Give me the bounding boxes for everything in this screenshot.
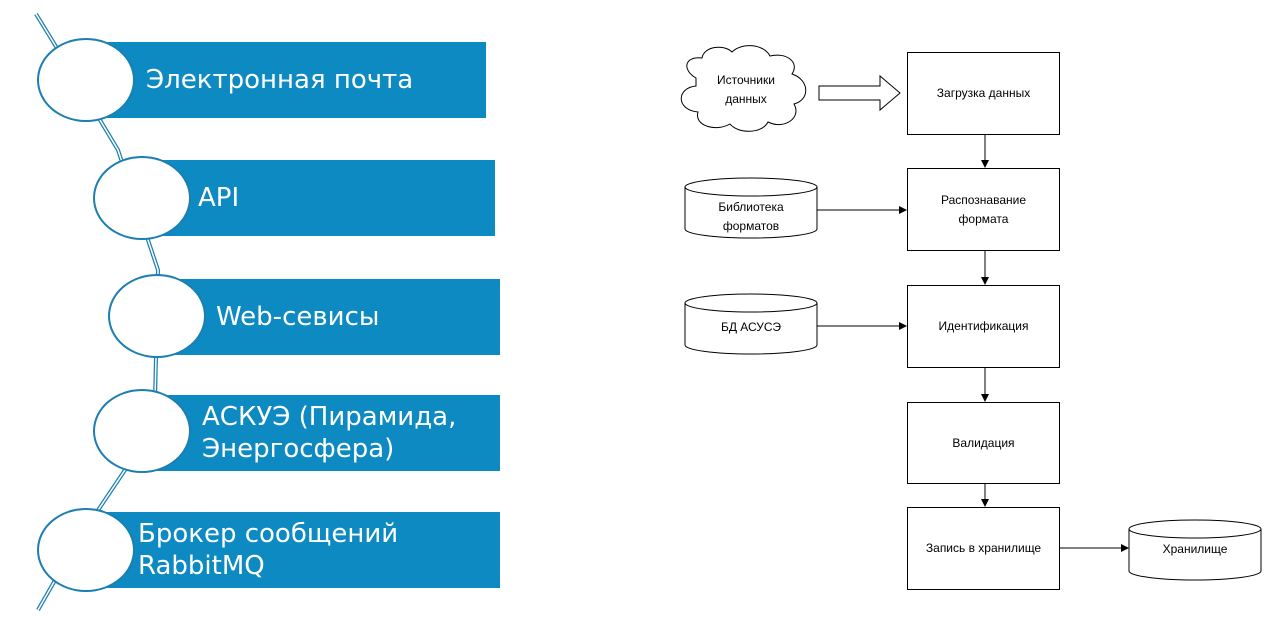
list-item-band: АСКУЭ (Пирамида, Энергосфера) [150, 395, 500, 471]
list-item-label: АСКУЭ (Пирамида, Энергосфера) [202, 402, 457, 464]
step-identification: Идентификация [907, 285, 1060, 368]
list-item-band: Брокер сообщений RabbitMQ [88, 512, 500, 588]
db-cylinder-formats [684, 177, 818, 239]
db-label-askue: БД АСУСЭ [720, 319, 782, 334]
list-item-circle [93, 389, 191, 473]
list-item-band: Электронная почта [88, 42, 486, 118]
list-item-label: Брокер сообщений RabbitMQ [138, 519, 399, 581]
db-cylinder-storage [1128, 519, 1262, 581]
hollow-arrow-icon [818, 74, 901, 112]
step-format-recognition: Распознавание формата [907, 168, 1060, 251]
db-cylinder-askue [684, 293, 818, 355]
list-item-circle [108, 274, 206, 358]
list-item-label: Электронная почта [146, 65, 414, 95]
cloud-shape [680, 45, 807, 132]
step-validation: Валидация [907, 402, 1060, 484]
list-item-label: API [198, 183, 240, 213]
source-types-list: Электронная почта API Web-севисы АСКУЭ (… [0, 0, 520, 630]
step-load-data: Загрузка данных [907, 52, 1060, 135]
step-write-storage: Запись в хранилище [907, 507, 1060, 590]
list-item-circle [37, 38, 135, 122]
list-item-circle [37, 508, 135, 592]
list-item-label: Web-севисы [216, 302, 380, 332]
list-item-band: Web-севисы [160, 279, 500, 355]
db-label-storage: Хранилище [1162, 541, 1228, 556]
list-item-circle [93, 156, 191, 240]
list-item-band: API [150, 160, 495, 236]
cloud-label: Источники данных [717, 73, 775, 106]
db-label-formats: Библиотека форматов [718, 200, 784, 233]
